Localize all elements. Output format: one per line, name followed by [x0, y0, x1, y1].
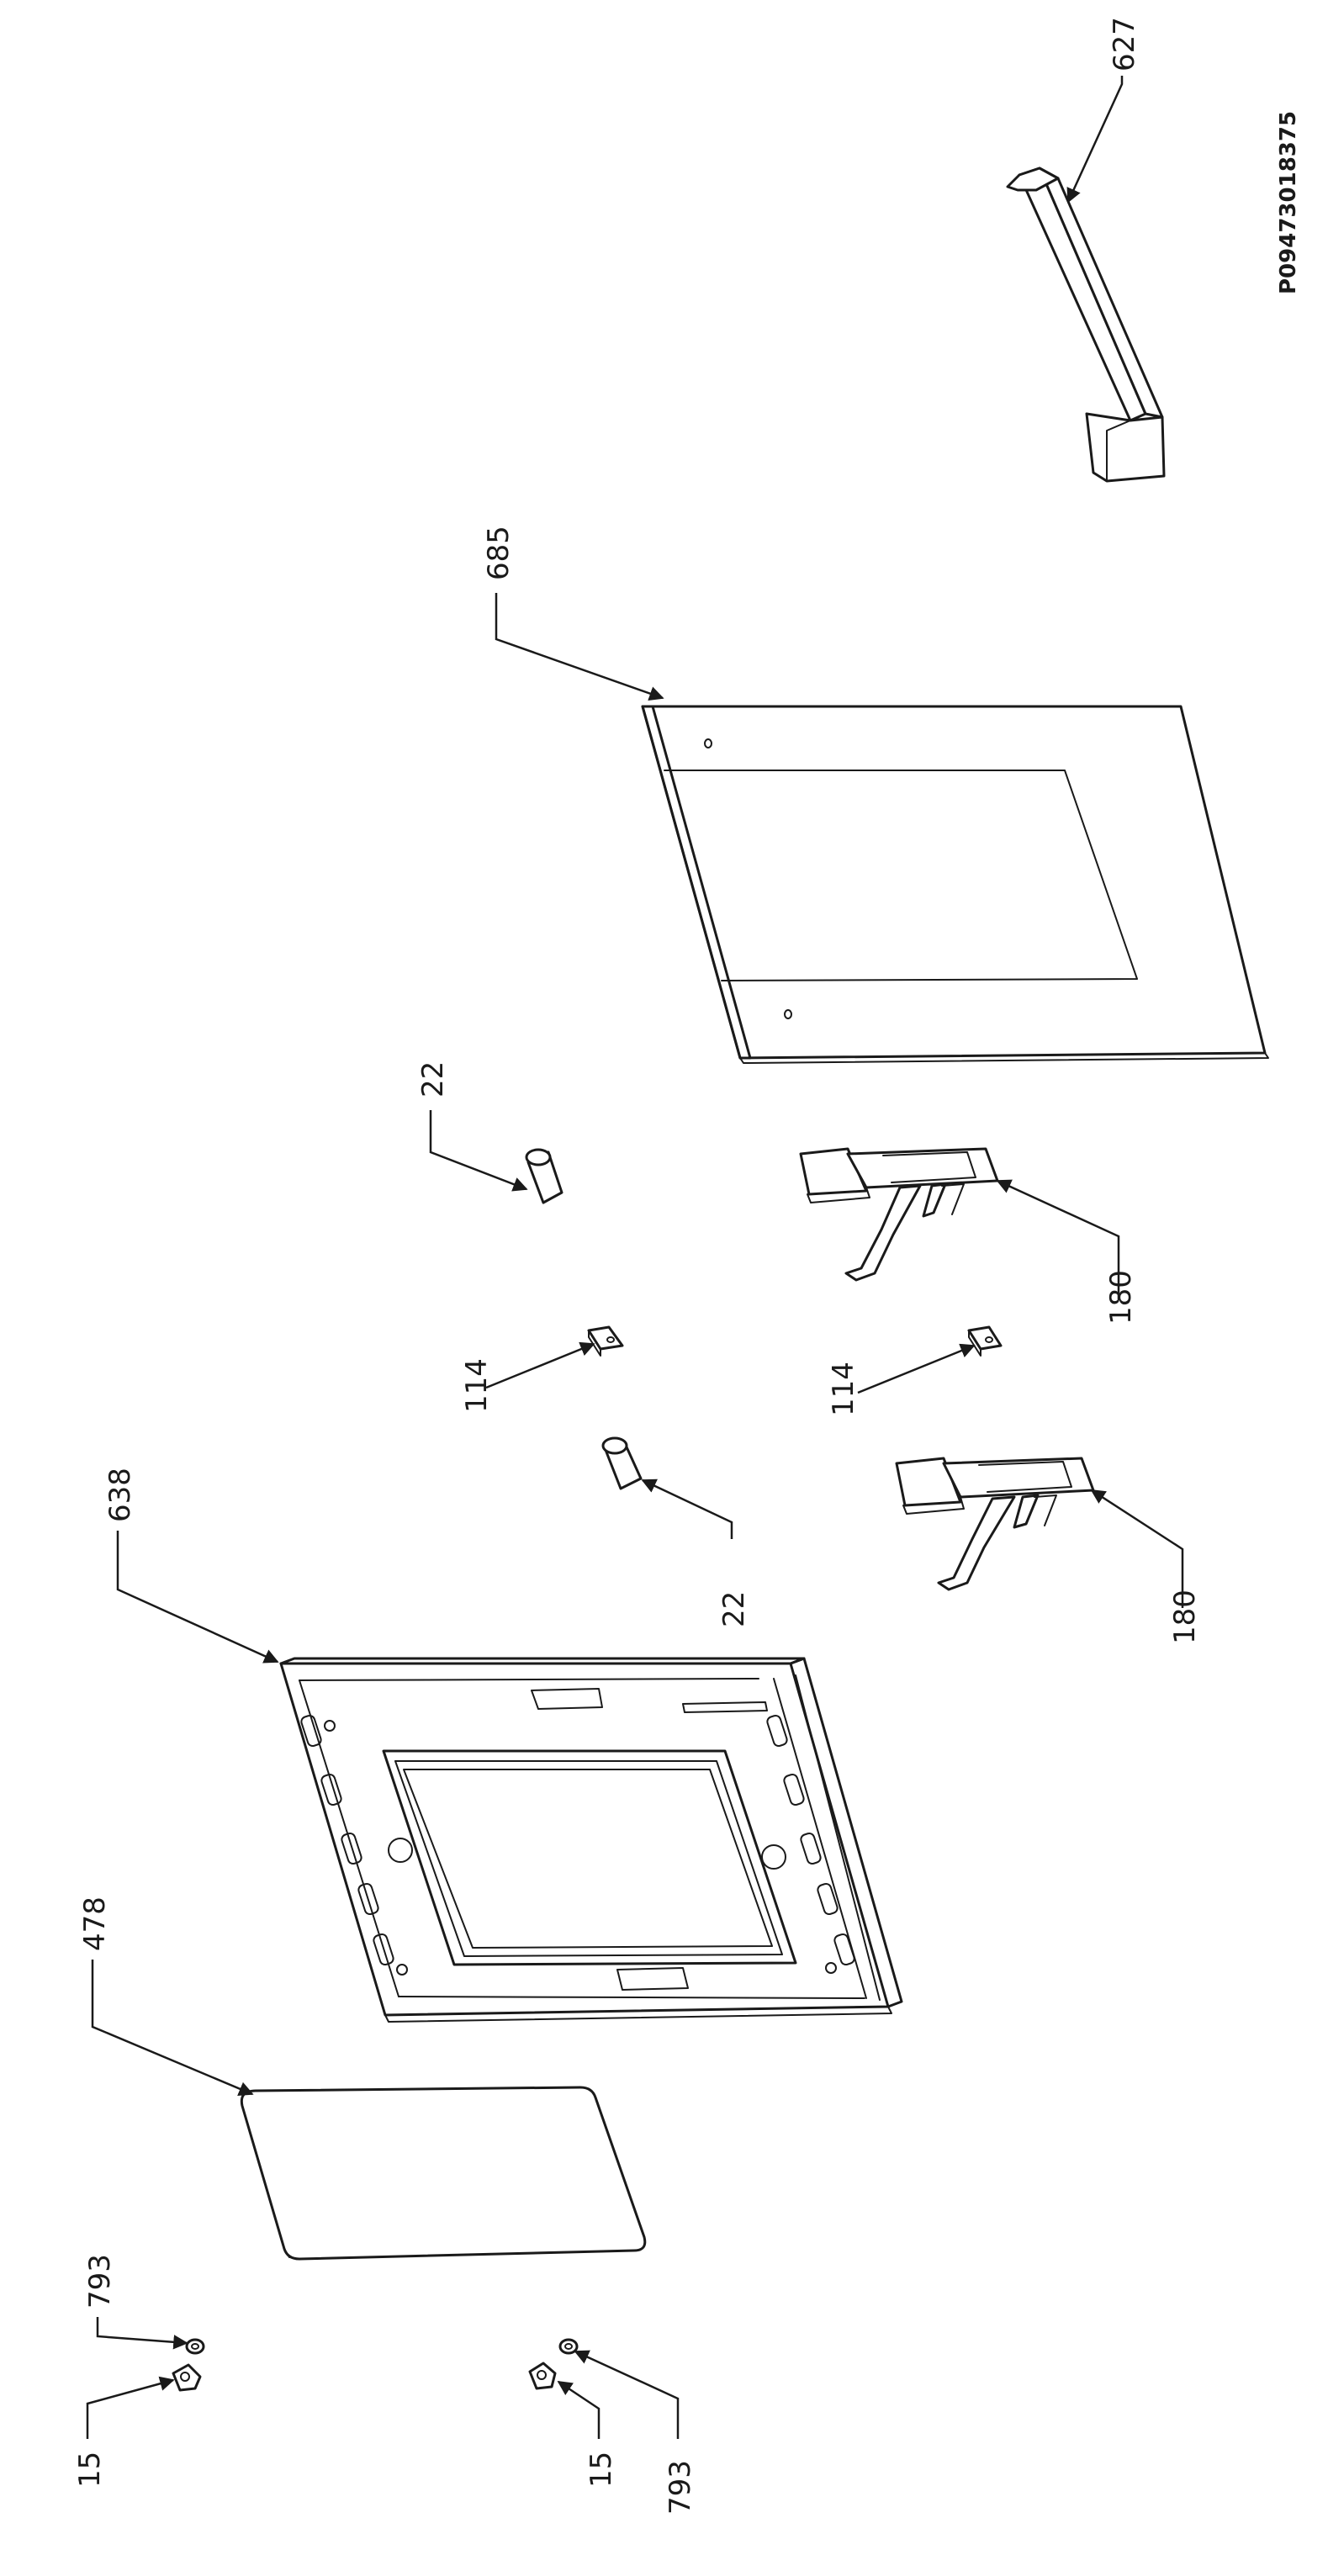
label-114-left: 114 — [460, 1358, 494, 1413]
leader-638 — [116, 1531, 279, 1664]
label-793-right: 793 — [664, 2460, 697, 2515]
leader-114-right — [857, 1343, 976, 1394]
part-15-fixing-right[interactable] — [528, 2362, 557, 2390]
leader-793-right — [574, 2350, 680, 2439]
leader-114-left — [485, 1341, 595, 1389]
part-478-inner-glass[interactable] — [240, 2086, 647, 2261]
part-638-inner-door-frame[interactable] — [279, 1657, 903, 2023]
leader-478 — [91, 1960, 254, 2096]
leader-15-right — [557, 2380, 601, 2439]
label-627: 627 — [1108, 17, 1141, 71]
part-180-hinge-upper[interactable] — [799, 1147, 999, 1282]
drawing-code: P09473018375 — [1276, 111, 1301, 294]
part-22-bush-upper[interactable] — [525, 1148, 563, 1204]
label-478: 478 — [78, 1896, 112, 1951]
leader-685 — [495, 593, 664, 701]
label-22-upper: 22 — [416, 1061, 450, 1098]
part-22-bush-lower[interactable] — [601, 1436, 643, 1490]
label-685: 685 — [482, 526, 516, 580]
part-114-clip-right[interactable] — [967, 1325, 1003, 1357]
leader-180-lower — [1090, 1489, 1184, 1608]
label-180-upper: 180 — [1104, 1270, 1138, 1325]
part-114-clip-left[interactable] — [587, 1325, 624, 1357]
part-793-screw-left[interactable] — [185, 2338, 205, 2355]
leader-15-left — [86, 2376, 175, 2439]
leader-793-left — [96, 2317, 188, 2350]
part-627-handle[interactable] — [1006, 167, 1166, 483]
label-15-left: 15 — [73, 2452, 107, 2488]
label-180-lower: 180 — [1168, 1590, 1202, 1644]
label-114-right: 114 — [827, 1362, 860, 1416]
part-15-fixing-left[interactable] — [172, 2363, 202, 2392]
label-638: 638 — [103, 1468, 137, 1522]
leader-627 — [1066, 76, 1124, 204]
label-15-right: 15 — [585, 2452, 618, 2488]
part-793-screw-right[interactable] — [558, 2338, 579, 2355]
part-685-outer-door-glass[interactable] — [641, 705, 1269, 1064]
leader-22-upper — [429, 1110, 528, 1192]
label-793-left: 793 — [83, 2254, 117, 2309]
leader-22-lower — [641, 1478, 733, 1539]
leader-180-upper — [996, 1179, 1120, 1299]
label-22-lower: 22 — [717, 1591, 751, 1627]
part-180-hinge-lower[interactable] — [895, 1457, 1095, 1591]
